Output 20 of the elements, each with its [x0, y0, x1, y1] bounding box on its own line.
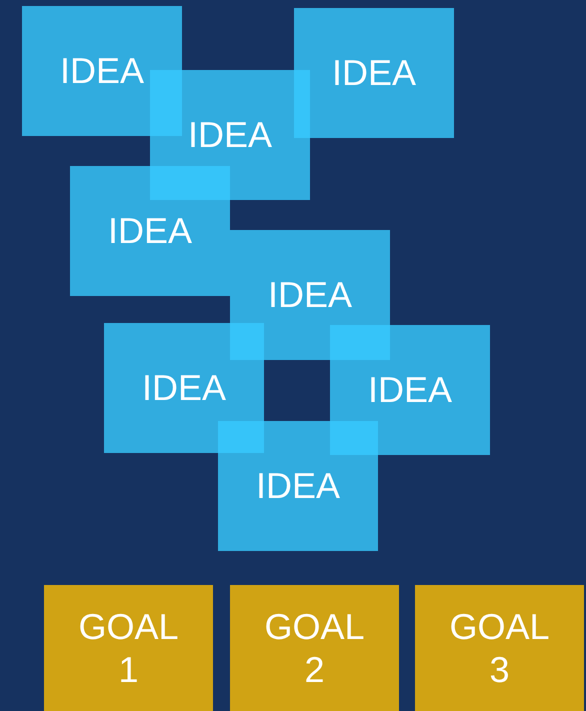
idea-label: IDEA [142, 366, 226, 410]
idea-label: IDEA [332, 51, 416, 95]
idea-label: IDEA [256, 464, 340, 508]
idea-box [218, 421, 378, 551]
goal-box [230, 585, 399, 711]
goal-label: GOAL 1 [77, 604, 180, 692]
idea-label: IDEA [108, 209, 192, 253]
goal-box [44, 585, 213, 711]
idea-box [330, 325, 490, 455]
goal-box [415, 585, 584, 711]
idea-label: IDEA [60, 49, 144, 93]
idea-label: IDEA [368, 368, 452, 412]
idea-box [104, 323, 264, 453]
idea-box [70, 166, 230, 296]
idea-box [294, 8, 454, 138]
goal-label: GOAL 2 [263, 604, 366, 692]
idea-box [22, 6, 182, 136]
idea-label: IDEA [188, 113, 272, 157]
goal-label: GOAL 3 [448, 604, 551, 692]
idea-label: IDEA [268, 273, 352, 317]
